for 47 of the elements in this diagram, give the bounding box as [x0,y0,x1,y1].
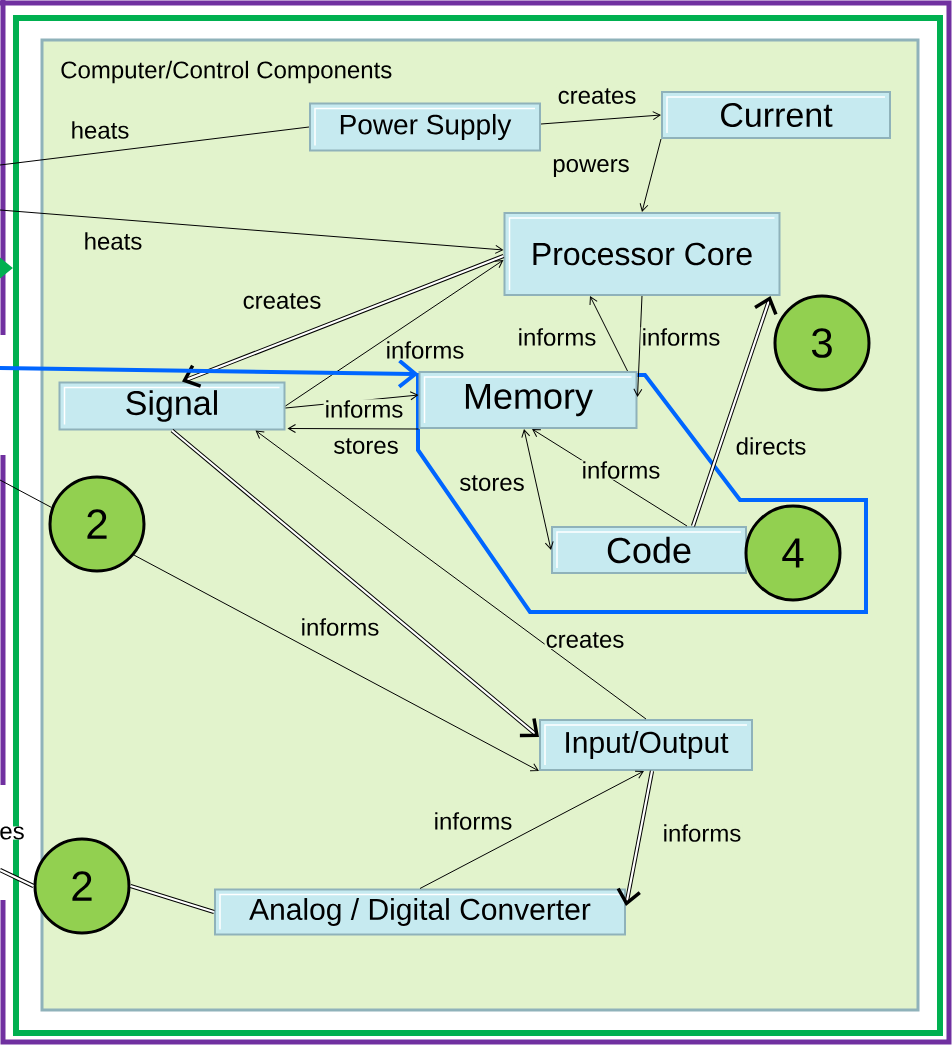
arrow [255,430,647,720]
edge-label: informs [323,399,405,419]
component-box: Power Supply [309,102,541,152]
arrow [285,260,504,407]
component-box: Current [661,91,891,139]
connector-line [129,884,215,914]
edge-label: informs [640,327,722,347]
edge-label: informs [384,340,466,360]
component-box: Code [551,526,747,574]
arrow [639,138,662,212]
edge-label: informs [432,811,514,831]
edge-label: creates [544,631,626,649]
edge-label: powers [551,158,631,178]
edge-label: informs [580,460,662,480]
arrow [616,770,655,906]
connector-line [0,126,310,166]
component-box: Signal [58,381,286,431]
arrow [633,295,643,397]
edge-label: heats [69,120,131,140]
arrow [691,296,778,527]
arrow [540,111,661,125]
arrow [170,428,539,738]
connector-line [0,868,35,888]
arrow [419,770,644,889]
component-box: Memory [418,371,638,429]
edge-label: creates [241,292,323,310]
edge-label: directs [734,436,808,456]
arrow [521,429,554,550]
edge-label: creates [556,87,638,105]
connector-line [0,479,52,508]
edge-label: stores [458,474,526,492]
arrow [288,424,419,434]
component-box: Processor Core [503,212,781,296]
arrow [182,254,505,388]
component-box: Input/Output [539,719,753,771]
panel-heading: Computer/Control Components [61,60,392,84]
edge-label: informs [661,823,743,843]
edge-label: heats [82,231,144,251]
edge-label: stores [332,437,400,455]
arrow [0,209,503,254]
edge-label: informs [516,327,598,347]
arrow [133,554,539,772]
component-box: Analog / Digital Converter [214,888,626,936]
arrow [0,359,419,389]
edge-label: informs [299,617,381,637]
cut-label: es [0,826,25,840]
arrow [589,296,628,372]
